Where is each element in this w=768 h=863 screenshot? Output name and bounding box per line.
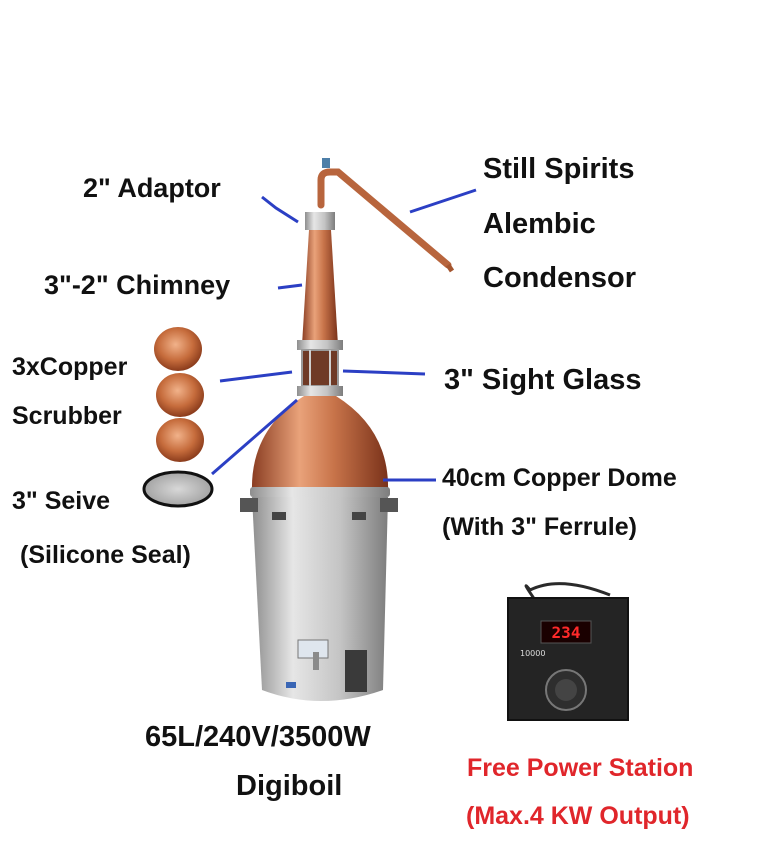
dome-label-line2: (With 3" Ferrule)	[442, 513, 637, 541]
copper-scrubbers	[154, 327, 204, 462]
clamp-icon	[352, 512, 366, 520]
boiler-label-line1: 65L/240V/3500W	[145, 721, 371, 753]
condensor-label-line2: Alembic	[483, 208, 596, 240]
chimney-label: 3"-2" Chimney	[44, 270, 231, 300]
seive-label: 3" Seive	[12, 487, 111, 515]
digital-display	[540, 620, 592, 644]
tap-icon	[313, 652, 319, 670]
seal-label: (Silicone Seal)	[20, 541, 191, 569]
power-station-label-line2: (Max.4 KW Output)	[466, 802, 690, 830]
adaptor-label: 2" Adaptor	[83, 173, 221, 203]
scrubber-label-line1: 3xCopper	[12, 353, 128, 381]
adaptor-part	[305, 212, 335, 230]
thermometer-icon	[322, 158, 330, 168]
chimney-part	[302, 230, 338, 345]
condensor-label-line1: Still Spirits	[483, 153, 635, 185]
sight-glass-part	[297, 340, 343, 396]
leader-lines	[211, 188, 477, 482]
seive-part	[142, 470, 214, 508]
condensor-arm	[317, 158, 455, 273]
dial-label: 10000	[520, 649, 545, 658]
power-controller: 234 10000	[507, 582, 629, 721]
condensor-label-line3: Condensor	[483, 262, 637, 294]
boiler-label-line2: Digiboil	[236, 770, 343, 802]
clamp-icon	[272, 512, 286, 520]
scrubber-label-line2: Scrubber	[12, 402, 122, 430]
power-station-label-line1: Free Power Station	[467, 754, 694, 782]
display-reading: 234	[552, 623, 581, 642]
sight-glass-label: 3" Sight Glass	[444, 364, 642, 396]
dome-label-line1: 40cm Copper Dome	[442, 464, 677, 492]
boiler-part	[240, 497, 398, 701]
copper-dome-part	[251, 396, 389, 492]
